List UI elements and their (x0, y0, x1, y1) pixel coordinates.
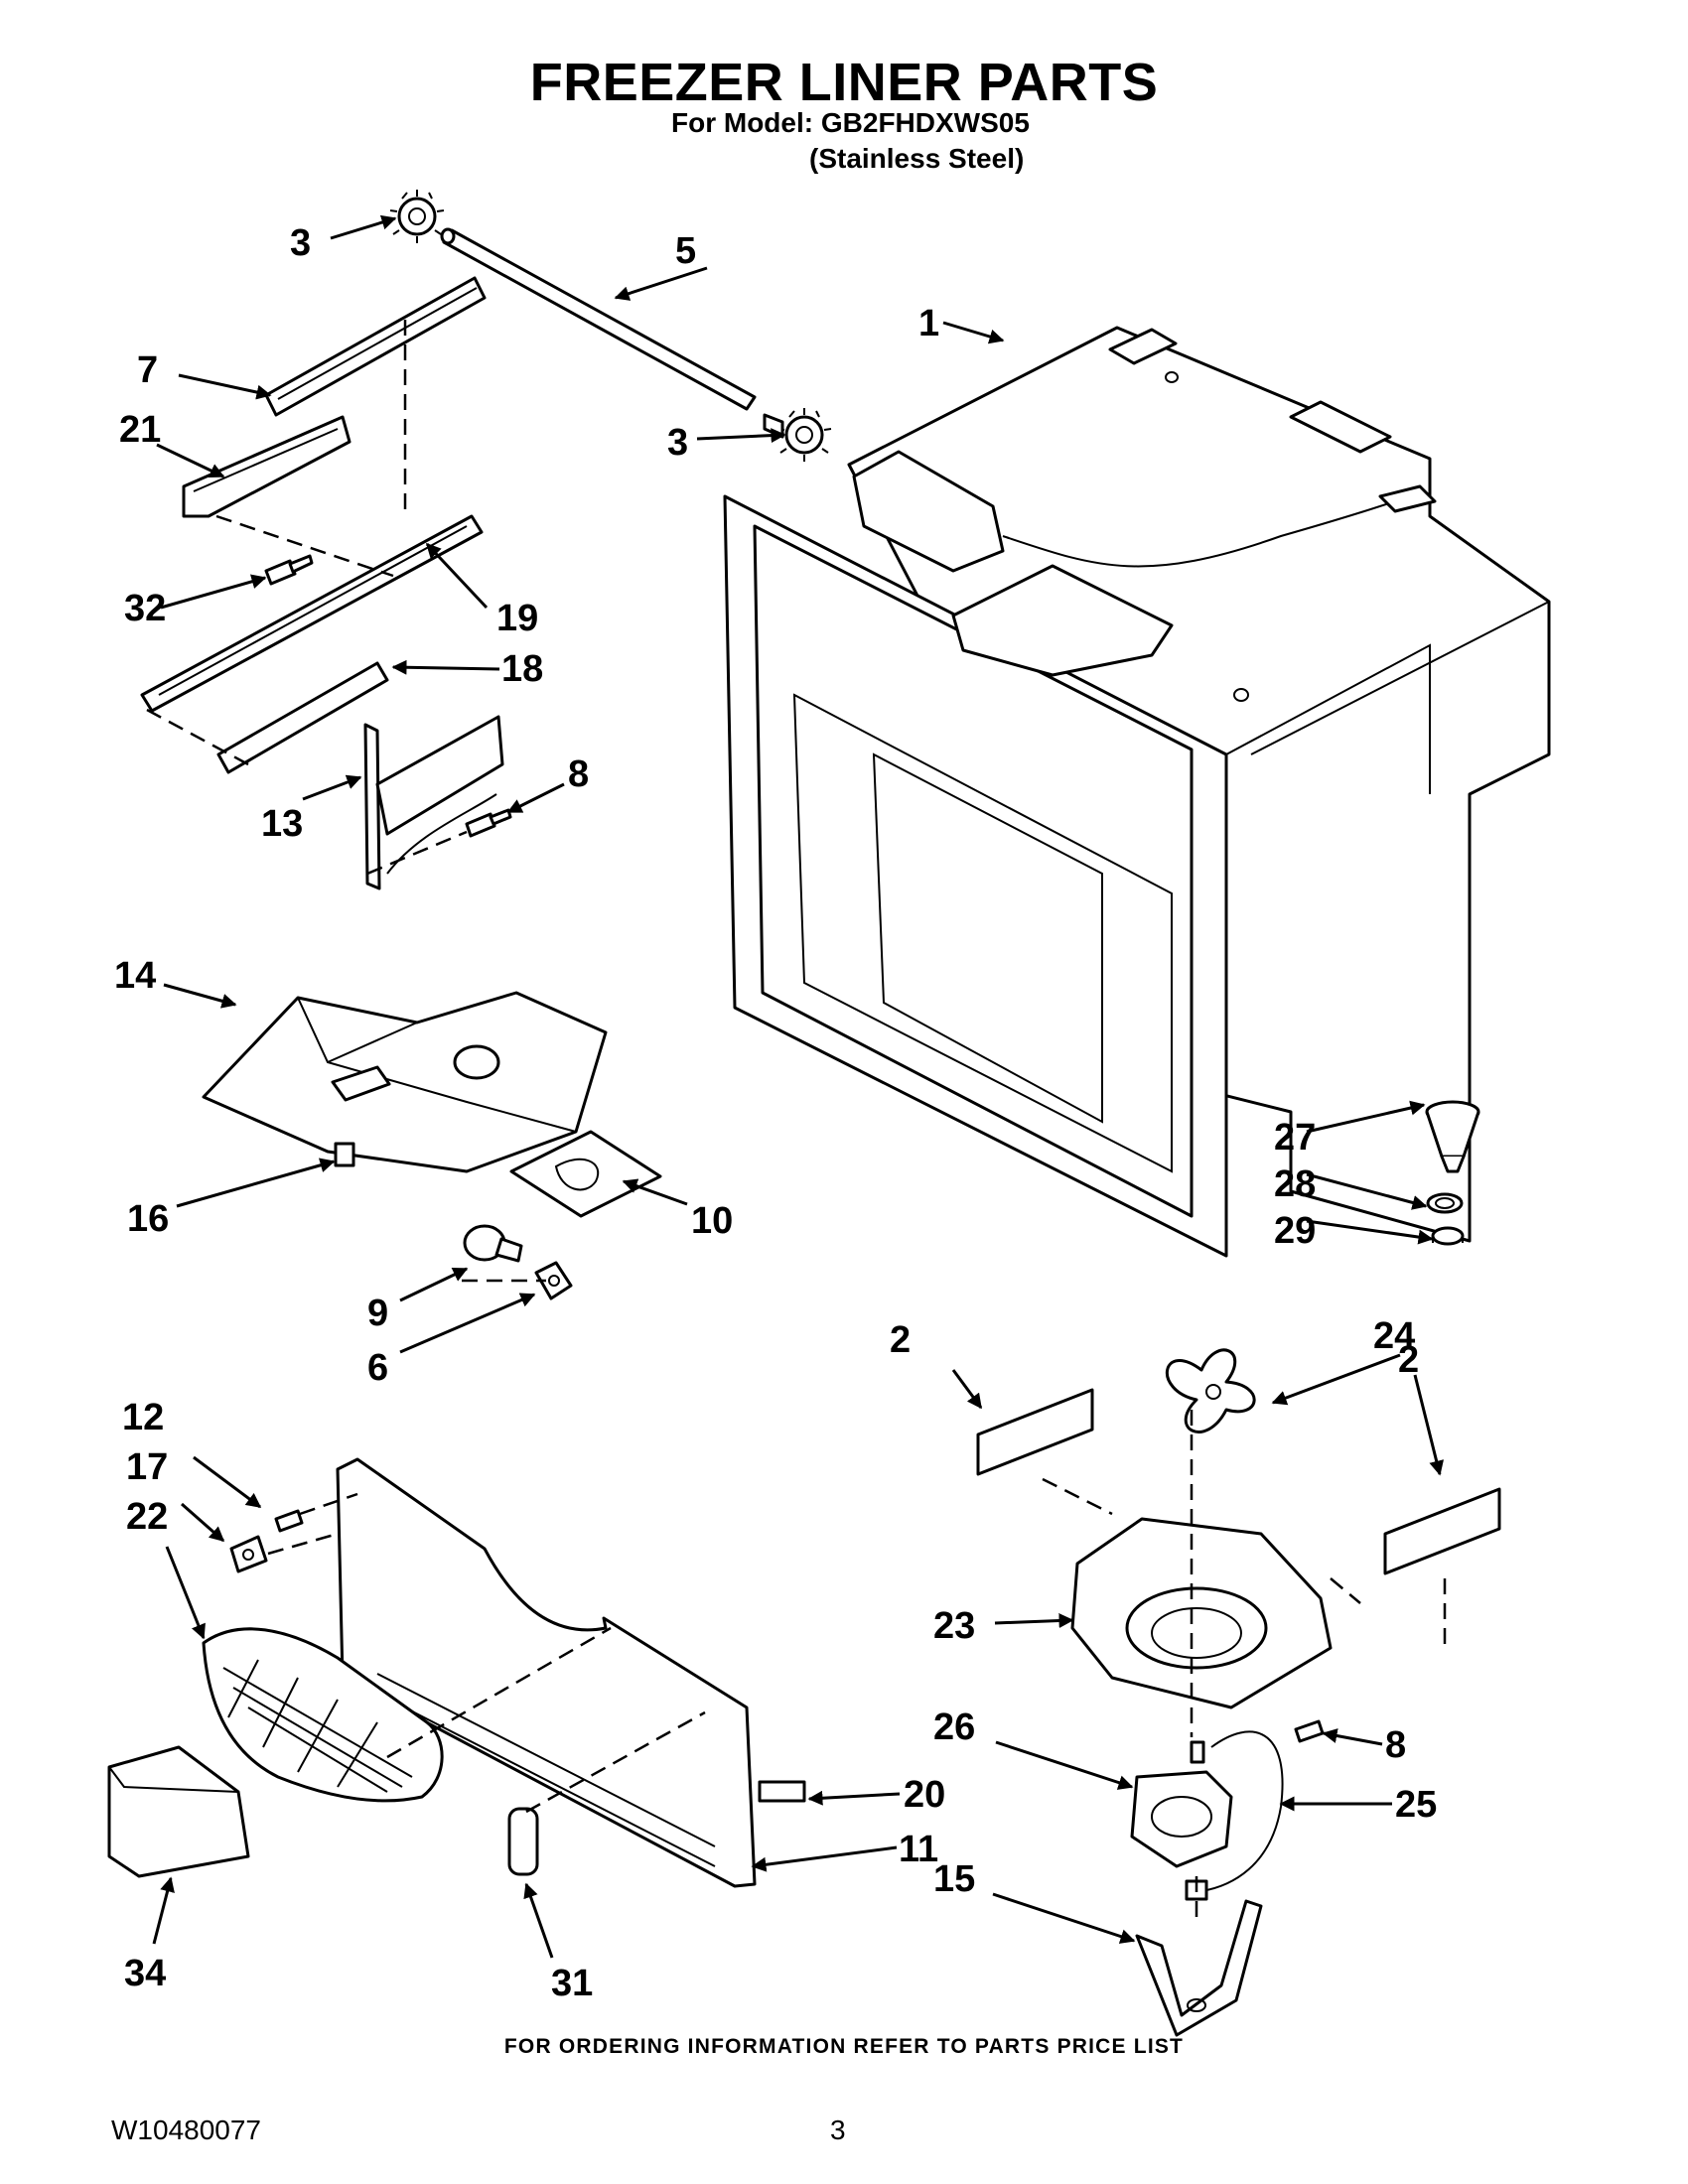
callout-7: 7 (137, 349, 158, 391)
finish-line: (Stainless Steel) (809, 143, 1025, 174)
screw-part[interactable] (264, 554, 314, 586)
callout-15: 15 (933, 1858, 975, 1900)
bracket-clip-part[interactable] (229, 1535, 268, 1573)
rail-support-part[interactable] (363, 715, 504, 890)
light-bulb-part[interactable] (463, 1224, 523, 1263)
callout-19: 19 (496, 598, 538, 639)
callout-20: 20 (904, 1774, 945, 1816)
callout-24: 24 (1373, 1315, 1415, 1357)
fan-shroud-part[interactable] (1070, 1517, 1333, 1709)
vent-grille-part[interactable] (202, 1627, 444, 1803)
callout-10: 10 (691, 1200, 733, 1242)
callout-12: 12 (122, 1397, 164, 1438)
callout-23: 23 (933, 1605, 975, 1647)
gear-part-top[interactable] (389, 190, 445, 243)
callout-3-bottom: 3 (667, 422, 688, 464)
light-housing-part[interactable] (202, 991, 608, 1173)
page-title: FREEZER LINER PARTS (529, 53, 1159, 112)
callout-31: 31 (551, 1963, 593, 2004)
callout-17: 17 (126, 1446, 168, 1488)
callout-1: 1 (918, 303, 939, 344)
callout-5: 5 (675, 230, 696, 272)
rail-insert-part[interactable] (216, 661, 389, 774)
assembly-lines (146, 320, 1447, 1926)
callout-25: 25 (1395, 1784, 1437, 1826)
leader-lines (152, 214, 1445, 1959)
drain-gasket-part[interactable] (1426, 1192, 1464, 1214)
slide-rail-part[interactable] (264, 276, 487, 417)
screw-part-12[interactable] (274, 1509, 304, 1533)
insulation-pad-right[interactable] (1383, 1487, 1501, 1575)
screw-part-8-bottom[interactable] (1294, 1719, 1325, 1743)
callout-21: 21 (119, 409, 161, 451)
insulation-pad-left[interactable] (976, 1388, 1094, 1476)
motor-bracket-part[interactable] (1135, 1899, 1263, 2037)
shaft-rod-part[interactable] (440, 227, 757, 411)
ordering-note: FOR ORDERING INFORMATION REFER TO PARTS … (503, 2035, 1185, 2058)
callout-34: 34 (124, 1953, 166, 1994)
drain-plug-part[interactable] (1431, 1226, 1465, 1246)
lamp-socket-part[interactable] (534, 1261, 573, 1300)
drawer-rail-part[interactable] (140, 514, 484, 713)
rail-bracket-part[interactable] (182, 415, 352, 518)
rear-panel-part[interactable] (336, 1457, 757, 1888)
document-number: W10480077 (111, 2115, 262, 2145)
screw-part-8-top[interactable] (465, 808, 512, 838)
foam-strip-part[interactable] (758, 1780, 806, 1803)
callout-8-bottom: 8 (1385, 1724, 1406, 1766)
instruction-label-part[interactable] (509, 1130, 662, 1218)
fan-motor-part[interactable] (1130, 1740, 1233, 1868)
callout-9: 9 (367, 1293, 388, 1334)
drain-cup-part[interactable] (1425, 1100, 1480, 1173)
page-number: 3 (830, 2115, 846, 2145)
callout-32: 32 (124, 588, 166, 629)
callout-14: 14 (114, 955, 156, 997)
callout-labels: 3 5 1 7 21 3 32 19 18 8 13 14 27 16 10 2… (114, 222, 1437, 2004)
callout-29: 29 (1274, 1210, 1316, 1252)
callout-16: 16 (127, 1198, 169, 1240)
callout-13: 13 (261, 803, 303, 845)
thermistor-part[interactable] (507, 1807, 539, 1876)
callout-28: 28 (1274, 1163, 1316, 1205)
fan-blade-part[interactable] (1165, 1348, 1256, 1433)
callout-6: 6 (367, 1347, 388, 1389)
callout-3-top: 3 (290, 222, 311, 264)
callout-22: 22 (126, 1496, 168, 1538)
callout-2-right: 2 (1398, 1339, 1419, 1381)
callout-11: 11 (899, 1829, 938, 1870)
vent-cover-part[interactable] (107, 1745, 250, 1878)
model-line: For Model: GB2FHDXWS05 (671, 107, 1030, 138)
callout-18: 18 (501, 648, 543, 690)
callout-26: 26 (933, 1706, 975, 1748)
freezer-liner-part[interactable] (723, 326, 1551, 1258)
callout-27: 27 (1274, 1117, 1316, 1159)
callout-8-top: 8 (568, 753, 589, 795)
callout-2-left: 2 (890, 1319, 911, 1361)
light-switch-part[interactable] (334, 1142, 355, 1167)
